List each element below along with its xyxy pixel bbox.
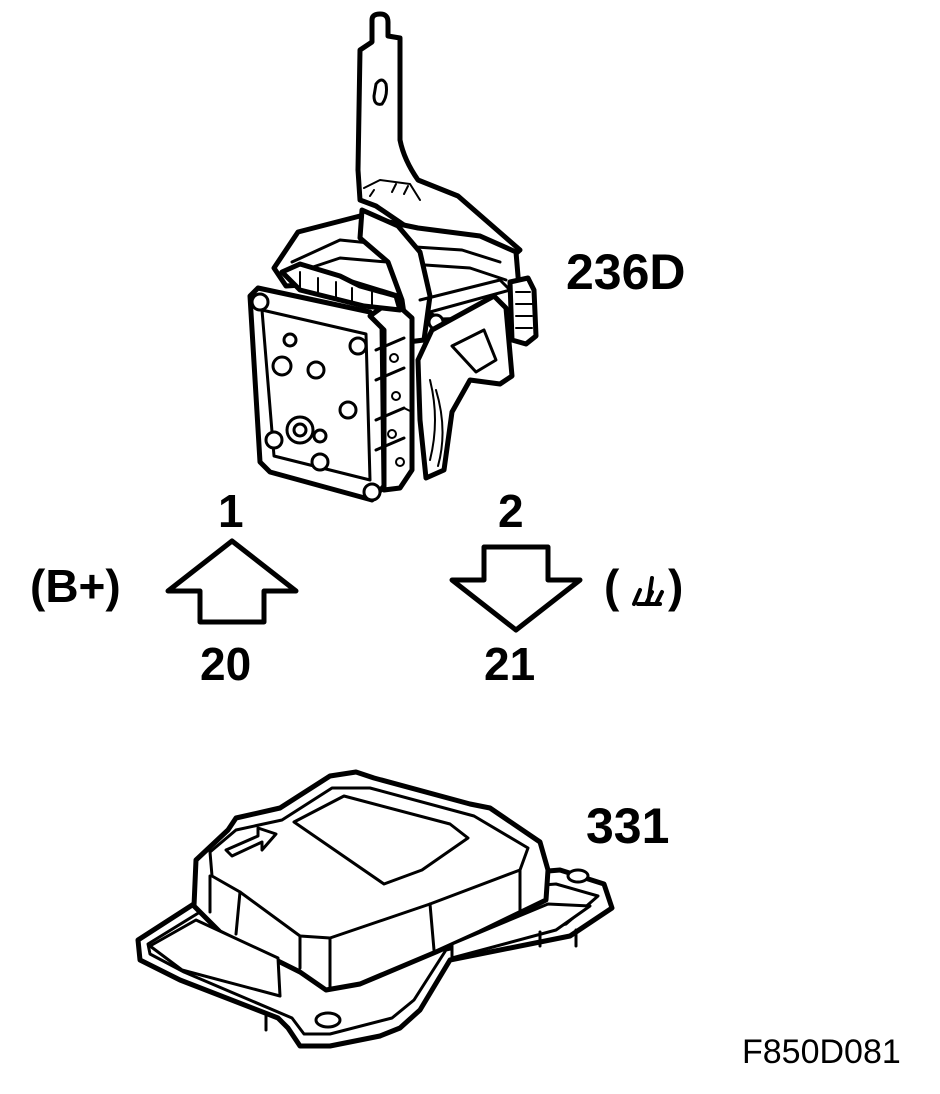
component-331-drawing: [135, 769, 615, 1049]
strap-band: [357, 207, 433, 345]
module-label-panel: [292, 794, 470, 886]
side-connector: [507, 275, 539, 347]
down-arrow-icon: [449, 544, 583, 633]
module-arrow-marking: [224, 826, 278, 858]
module-mount-hole: [314, 1011, 342, 1029]
module-mount-hole-right: [566, 868, 590, 884]
component-331-label: 331: [586, 798, 669, 854]
ground-pin-bottom: 21: [484, 638, 535, 690]
component-236d-drawing: [247, 11, 539, 503]
ground-pin-top: 2: [498, 485, 524, 537]
supply-signal: (B+): [30, 560, 121, 612]
ground-symbol-icon: [632, 576, 664, 606]
up-arrow-icon: [165, 538, 299, 625]
module-connector-left: [148, 918, 282, 998]
figure-reference: F850D081: [742, 1033, 901, 1071]
supply-pin-top: 1: [218, 485, 244, 537]
ground-signal-open: (: [604, 560, 620, 612]
top-terminals: [279, 261, 403, 313]
supply-pin-bottom: 20: [200, 638, 251, 690]
plate-bolts: [250, 292, 382, 502]
module-connector-right: [450, 902, 592, 960]
component-236d-label: 236D: [566, 244, 686, 300]
bracket-hole: [372, 78, 388, 106]
ground-signal-close: ): [668, 560, 683, 612]
bracket-crease: [363, 179, 421, 201]
